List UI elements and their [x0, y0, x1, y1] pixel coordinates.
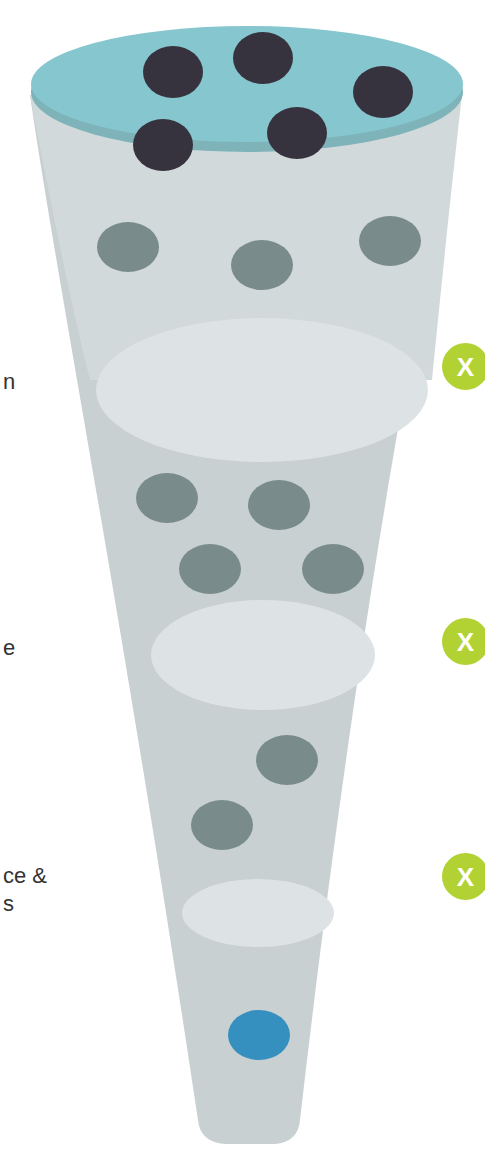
dot — [248, 480, 310, 530]
filtered-dots — [97, 216, 421, 850]
dot — [179, 544, 241, 594]
dot — [133, 119, 193, 171]
result-dot — [228, 1010, 290, 1060]
dot — [256, 735, 318, 785]
dot — [353, 66, 413, 118]
x-mark-circle: X — [442, 343, 485, 390]
circle-fill — [442, 343, 485, 390]
stage-label: n — [3, 368, 63, 396]
dot — [231, 240, 293, 290]
x-mark: X — [457, 864, 474, 890]
funnel-body — [30, 95, 462, 1144]
funnel-band — [96, 318, 428, 462]
funnel-band — [151, 600, 375, 710]
dot — [97, 222, 159, 272]
dot — [136, 473, 198, 523]
top-dots — [133, 32, 413, 171]
x-mark-circle: X — [442, 618, 485, 665]
funnel-band — [182, 879, 334, 947]
stage-label: ce & s — [3, 862, 53, 918]
dot — [302, 544, 364, 594]
circle-fill — [442, 853, 485, 900]
dot — [359, 216, 421, 266]
dot — [191, 800, 253, 850]
x-mark: X — [457, 629, 474, 655]
x-mark: X — [457, 354, 474, 380]
dot — [267, 107, 327, 159]
funnel-top — [31, 26, 463, 142]
stage-label: e — [3, 634, 63, 662]
dot — [233, 32, 293, 84]
circle-fill — [442, 618, 485, 665]
dot — [143, 46, 203, 98]
x-mark-circle: X — [442, 853, 485, 900]
